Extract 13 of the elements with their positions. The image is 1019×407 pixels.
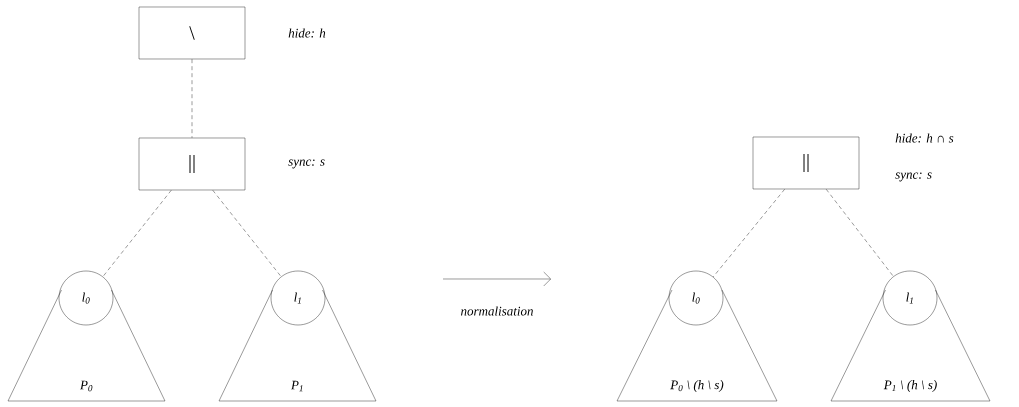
operator-box: ||	[752, 136, 860, 190]
arrow-label: normalisation	[461, 306, 533, 316]
annotation-text: sync: s	[895, 172, 932, 182]
annotation-text: sync: s	[288, 159, 325, 169]
operator-box: ||	[138, 137, 246, 191]
connector-line	[212, 190, 282, 277]
operator-box: \	[138, 6, 246, 60]
connector-line	[713, 189, 785, 278]
connector-line	[191, 59, 193, 138]
connector-line	[102, 190, 172, 277]
connector-line	[825, 189, 894, 277]
annotation-text: hide: h	[288, 28, 326, 38]
annotation-text: hide: h ∩ s	[895, 133, 954, 143]
